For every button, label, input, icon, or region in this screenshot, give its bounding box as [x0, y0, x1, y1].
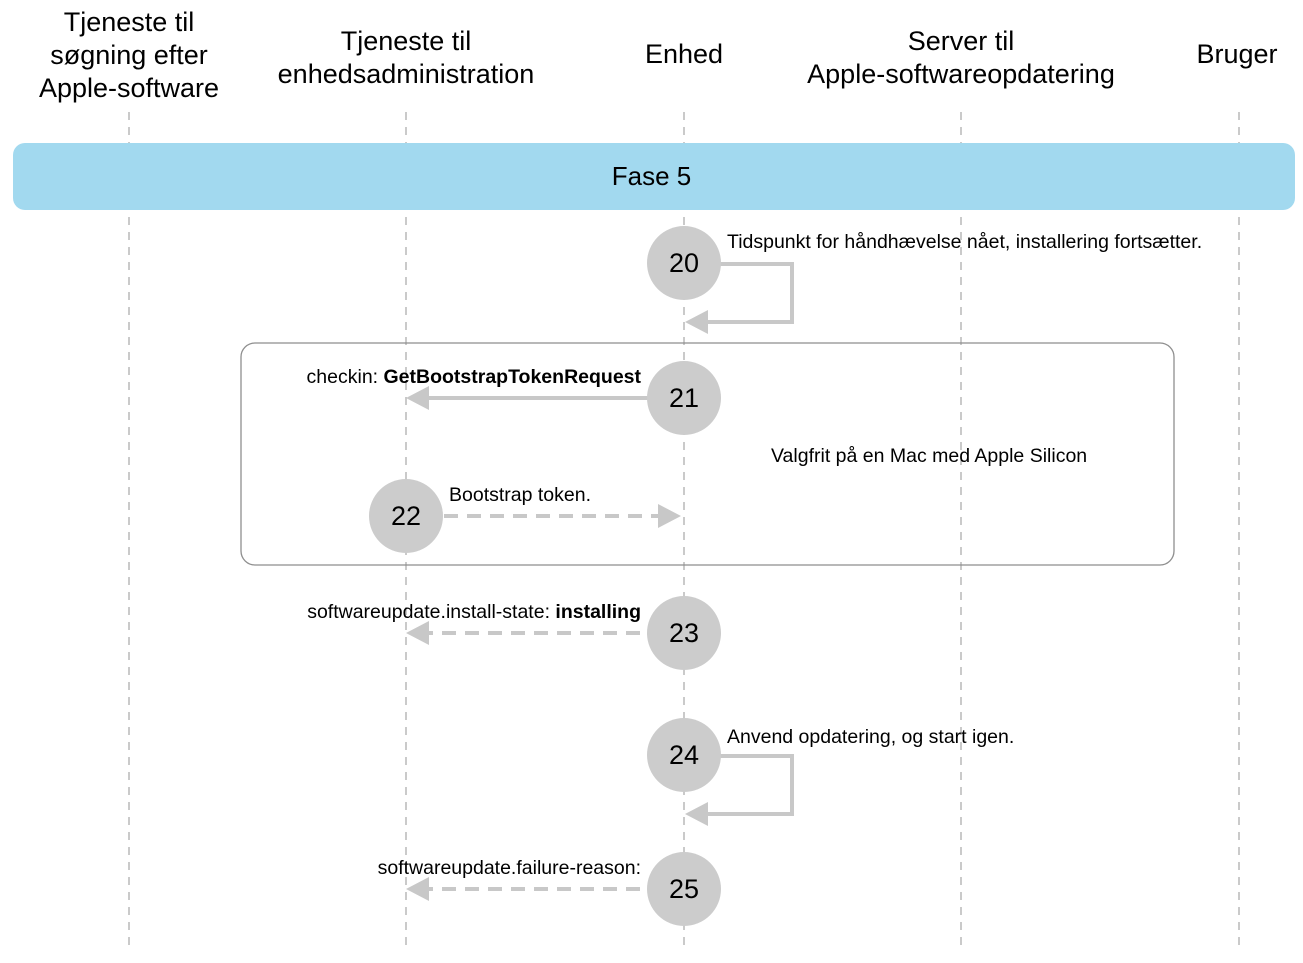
step-24-label: Anvend opdatering, og start igen.: [727, 726, 1015, 748]
step-22-circle: [369, 479, 443, 553]
step-23-arrow: [406, 621, 640, 645]
step-25-label: softwareupdate.failure-reason:: [377, 857, 641, 879]
step-21-arrow: [406, 386, 648, 410]
step-22-arrow: [444, 504, 681, 528]
step-24-circle: [647, 718, 721, 792]
step-20-label: Tidspunkt for håndhævelse nået, installe…: [727, 231, 1203, 253]
optional-group-label: Valgfrit på en Mac med Apple Silicon: [771, 445, 1088, 467]
lane-title-update-server: Server til Apple-softwareopdatering: [807, 26, 1115, 89]
phase-band: [13, 143, 1295, 210]
step-24-self-arrow: [685, 754, 794, 826]
step-21-number: 21: [668, 383, 700, 413]
step-25-number: 25: [668, 874, 700, 904]
step-20-circle: [647, 226, 721, 300]
step-25-arrow: [406, 877, 640, 901]
lane-title-apple-software-lookup: Tjeneste til søgning efter Apple-softwar…: [38, 7, 220, 103]
step-21-label-prefix: checkin:: [306, 366, 384, 388]
step-21-label-request: GetBootstrapTokenRequest: [383, 366, 642, 388]
step-23-number: 23: [668, 618, 700, 648]
lane-title-user: Bruger: [1196, 39, 1278, 69]
lane-title-device: Enhed: [644, 39, 724, 69]
step-23-label-state: installing: [555, 601, 641, 623]
step-24-number: 24: [668, 740, 700, 770]
step-20-number: 20: [668, 248, 700, 278]
step-23-label-prefix: softwareupdate.install-state:: [307, 601, 556, 623]
step-20-self-arrow: [685, 262, 794, 334]
lane-title-device-management: Tjeneste til enhedsadministration: [277, 26, 535, 89]
step-22-label: Bootstrap token.: [449, 484, 592, 506]
step-25-circle: [647, 852, 721, 926]
step-21-label: checkin: GetBootstrapTokenRequest: [307, 365, 641, 389]
step-23-label: softwareupdate.install-state: installing: [307, 600, 641, 624]
optional-group-box: [240, 342, 1175, 566]
phase-label: Fase 5: [611, 161, 692, 191]
step-22-number: 22: [390, 501, 422, 531]
step-21-circle: [647, 361, 721, 435]
step-23-circle: [647, 596, 721, 670]
